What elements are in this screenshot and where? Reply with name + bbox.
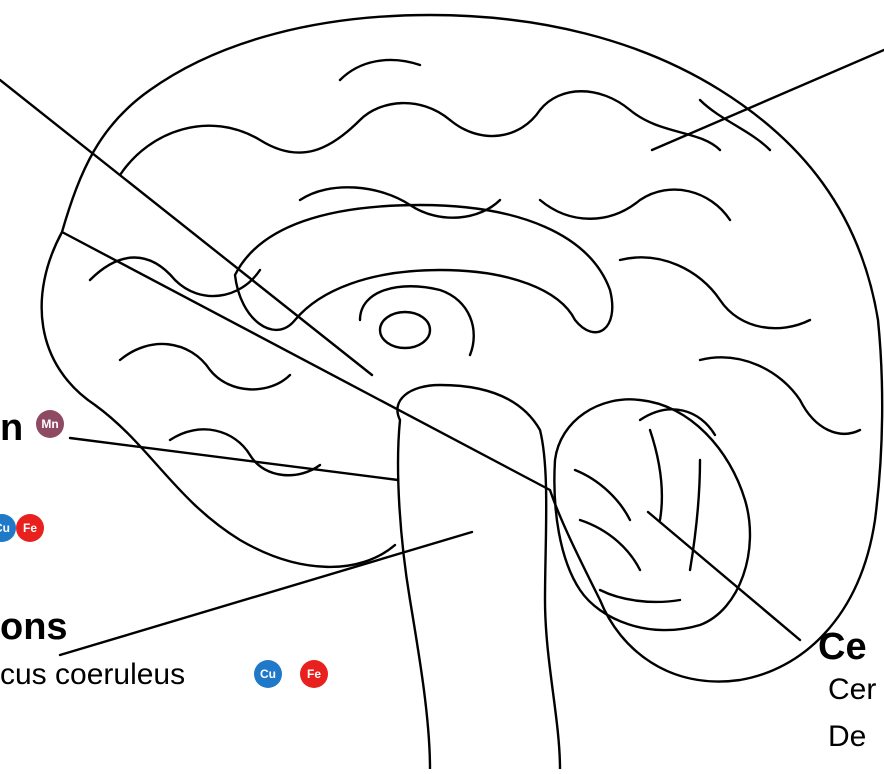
fe-badge: Fe (300, 660, 328, 688)
pointer-line (60, 532, 472, 655)
cu-badge: Cu (254, 660, 282, 688)
brainstem (397, 385, 560, 769)
mn-badge: Mn (36, 410, 64, 438)
corpus-callosum (235, 205, 612, 332)
pointer-line (648, 512, 800, 640)
fe-badge: Fe (16, 514, 44, 542)
gyrus (450, 91, 720, 150)
locus-coeruleus-label: cus coeruleus (0, 660, 185, 690)
pointer-line (0, 80, 372, 375)
cortex-outline (42, 15, 883, 682)
cerebellum-sub-label: Cer (828, 675, 876, 705)
pointer-line (652, 50, 884, 150)
thalamus (380, 312, 430, 348)
gyrus (170, 429, 320, 475)
gyrus (540, 190, 730, 220)
gyrus (340, 60, 420, 80)
pons-label: ons (0, 608, 68, 646)
gyrus (120, 103, 450, 175)
pointer-line (70, 438, 398, 480)
gyrus (620, 257, 810, 328)
cerebellum-folia (575, 430, 700, 602)
cerebellum-label: Ce (818, 628, 867, 666)
gyrus (120, 344, 290, 389)
gyrus (700, 357, 860, 433)
midbrain-label: n (0, 409, 23, 447)
cerebellum-sub-label: De (828, 722, 866, 752)
